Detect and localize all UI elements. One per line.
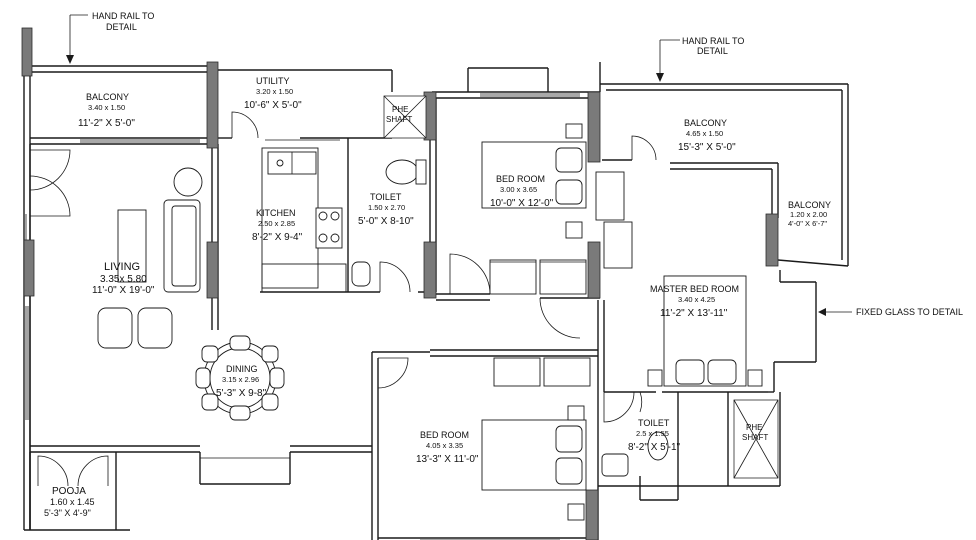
annotation-texts: HAND RAIL TO DETAIL HAND RAIL TO DETAIL … — [92, 11, 963, 317]
doors — [29, 111, 657, 487]
bedroom-top-imperial: 10'-0" X 12'-0" — [490, 198, 554, 209]
structural-columns — [21, 27, 779, 540]
furniture — [97, 123, 763, 521]
toilet-top-metric: 1.50 x 2.70 — [368, 203, 405, 212]
utility-imperial: 10'-6" X 5'-0" — [244, 100, 302, 111]
balcony-side-metric: 1.20 x 2.00 — [790, 210, 827, 219]
kitchen-imperial: 8'-2" X 9-4" — [252, 232, 303, 243]
bedroom-top-metric: 3.00 x 3.65 — [500, 185, 537, 194]
kitchen-name: KITCHEN — [256, 208, 296, 218]
balcony-right-metric: 4.65 x 1.50 — [686, 129, 723, 138]
pooja-name: POOJA — [52, 486, 86, 497]
toilet-bottom-name: TOILET — [638, 418, 670, 428]
hand-rail-right-line1: HAND RAIL TO — [682, 36, 744, 46]
hand-rail-left-line1: HAND RAIL TO — [92, 11, 154, 21]
phe-shaft-bottom-line1: PHE — [746, 423, 762, 432]
balcony-side-name: BALCONY — [788, 200, 831, 210]
utility-name: UTILITY — [256, 76, 290, 86]
utility-metric: 3.20 x 1.50 — [256, 87, 293, 96]
phe-shaft-bottom-line2: SHAFT — [742, 433, 768, 442]
bedroom-bottom-name: BED ROOM — [420, 430, 469, 440]
bedroom-bottom-imperial: 13'-3" X 11'-0" — [416, 454, 479, 465]
outer-walls — [23, 14, 852, 540]
balcony-side-imperial: 4'-0" X 6'-7" — [788, 219, 827, 228]
living-imperial: 11'-0" X 19'-0" — [92, 285, 155, 296]
hand-rail-left-line2: DETAIL — [106, 22, 137, 32]
bedroom-top-name: BED ROOM — [496, 174, 545, 184]
phe-shaft-top-line2: SHAFT — [386, 115, 412, 124]
pooja-imperial: 5'-3" X 4'-9" — [44, 508, 91, 518]
hand-rail-right-line2: DETAIL — [697, 46, 728, 56]
balcony-right-imperial: 15'-3" X 5'-0" — [678, 142, 736, 153]
toilet-top-imperial: 5'-0" X 8-10" — [358, 216, 414, 227]
pooja-metric: 1.60 x 1.45 — [50, 497, 95, 507]
kitchen-metric: 2.50 x 2.85 — [258, 219, 295, 228]
toilet-bottom-metric: 2.5 x 1.55 — [636, 429, 669, 438]
dining-imperial: 5'-3" X 9-8" — [216, 388, 267, 399]
fixed-glass-label: FIXED GLASS TO DETAIL — [856, 307, 963, 317]
master-bedroom-metric: 3.40 x 4.25 — [678, 295, 715, 304]
balcony-left-metric: 3.40 x 1.50 — [88, 103, 125, 112]
living-name: LIVING — [104, 261, 140, 273]
windows — [25, 93, 744, 540]
master-bedroom-imperial: 11'-2" X 13'-11" — [660, 308, 728, 319]
phe-shaft-top-line1: PHE — [392, 105, 408, 114]
dining-name: DINING — [226, 364, 258, 374]
dining-metric: 3.15 x 2.96 — [222, 375, 259, 384]
master-bedroom-name: MASTER BED ROOM — [650, 284, 739, 294]
toilet-top-name: TOILET — [370, 192, 402, 202]
balcony-left-imperial: 11'-2" X 5'-0" — [78, 118, 135, 129]
living-metric: 3.35x 5.80 — [100, 274, 147, 285]
room-labels: BALCONY 3.40 x 1.50 11'-2" X 5'-0" UTILI… — [44, 76, 831, 518]
balcony-right-name: BALCONY — [684, 118, 727, 128]
balcony-left-name: BALCONY — [86, 92, 129, 102]
toilet-bottom-imperial: 8'-2" X 5'-1" — [628, 442, 681, 453]
bedroom-bottom-metric: 4.05 x 3.35 — [426, 441, 463, 450]
